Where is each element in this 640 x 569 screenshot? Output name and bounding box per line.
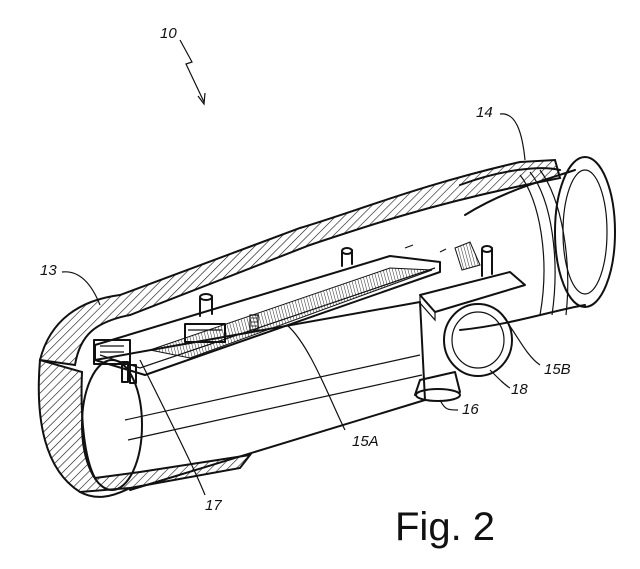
- ref-label-14: 14: [476, 104, 493, 121]
- standoffs: [199, 245, 493, 317]
- component-16: [414, 371, 461, 402]
- ref-label-10: 10: [160, 25, 177, 42]
- circuit-board-15a: [93, 255, 441, 384]
- leader-10: [179, 39, 205, 103]
- ref-label-15b: 15B: [544, 361, 571, 378]
- housing-shell: [37, 158, 562, 498]
- ref-label-13: 13: [40, 262, 57, 279]
- housing-upper-wall: [38, 158, 562, 367]
- leader-16: [439, 399, 459, 411]
- component-18: [443, 303, 513, 377]
- ref-label-17: 17: [205, 497, 222, 514]
- leader-18: [489, 369, 511, 389]
- leader-15a: [286, 324, 346, 431]
- circuit-board-15b: [404, 241, 526, 322]
- leader-14: [499, 113, 526, 161]
- housing-lower-wall: [37, 358, 253, 494]
- leader-13: [61, 271, 101, 306]
- front-lens-assembly: [459, 156, 616, 331]
- ref-label-18: 18: [511, 381, 528, 398]
- housing-bottom-edge: [79, 487, 131, 498]
- leader-15b: [497, 309, 541, 366]
- leader-lines: [61, 39, 541, 496]
- leader-17: [139, 359, 206, 496]
- ref-label-15a: 15A: [352, 433, 379, 450]
- ref-label-16: 16: [462, 401, 479, 418]
- figure-caption: Fig. 2: [395, 505, 495, 549]
